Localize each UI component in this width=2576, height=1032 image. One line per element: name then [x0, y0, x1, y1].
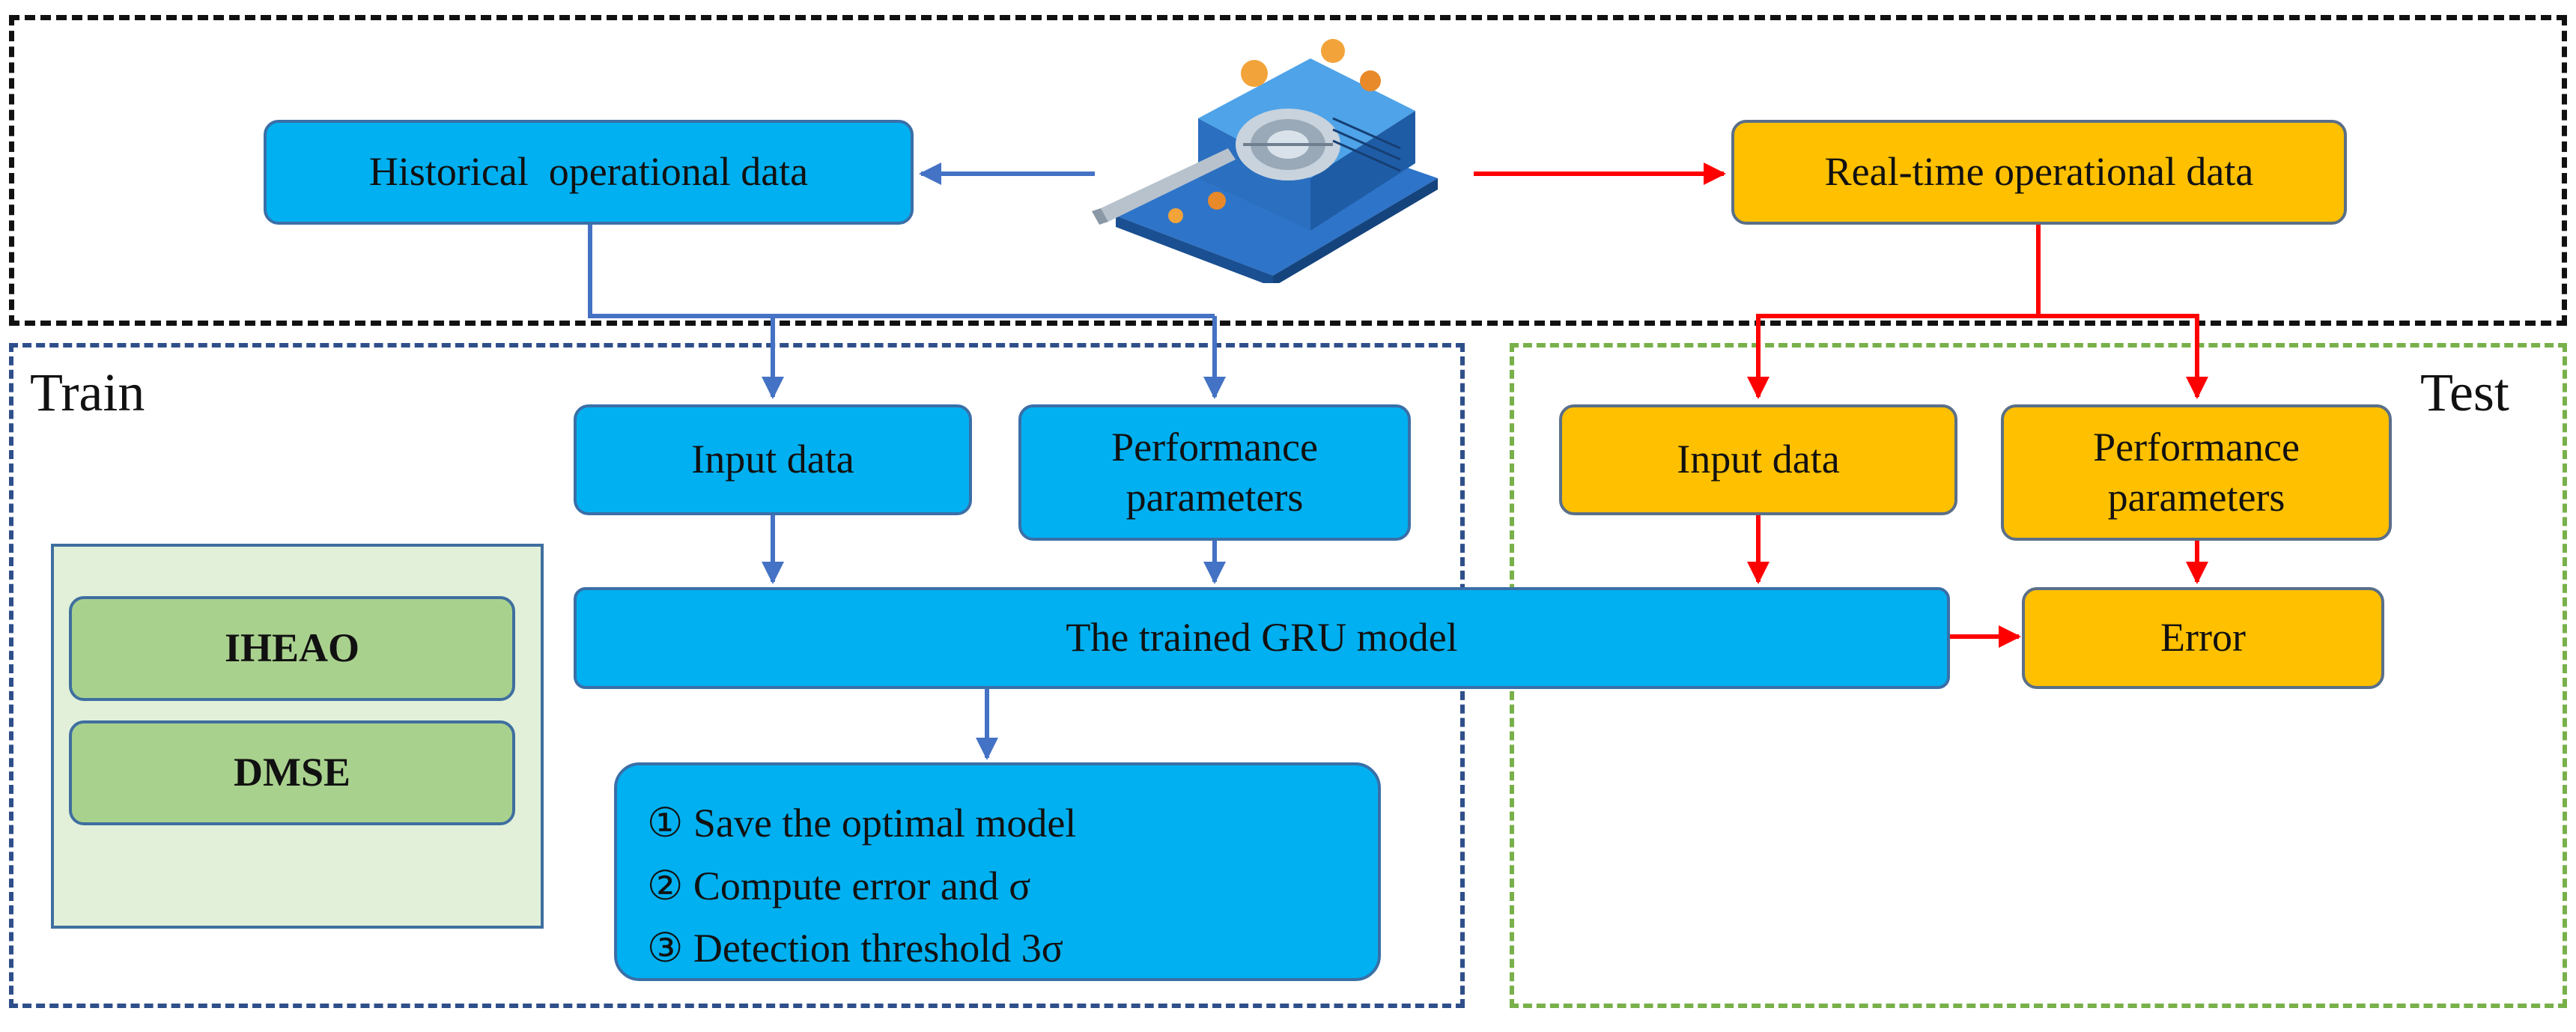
arrow-realtime-branch — [1747, 225, 2041, 399]
historical-data-label: Historical operational data — [368, 149, 809, 195]
error-box: Error — [2022, 587, 2384, 689]
realtime-data-box: Real-time operational data — [1731, 120, 2347, 225]
test-performance-line2: parameters — [2107, 475, 2285, 520]
gas-turbine-icon — [1092, 39, 1438, 283]
train-performance-line1: Performance — [1111, 424, 1318, 470]
test-input-data-box: Input data — [1559, 404, 1957, 515]
test-performance-box: Performance parameters — [2001, 404, 2392, 541]
data-source-frame — [9, 15, 2567, 326]
test-label: Test — [2420, 362, 2509, 422]
realtime-data-label: Real-time operational data — [1824, 149, 2254, 195]
arrow-realtime-to-test-performance — [2038, 314, 2208, 399]
train-input-data-box: Input data — [574, 404, 972, 515]
train-input-data-label: Input data — [691, 437, 854, 482]
historical-data-box: Historical operational data — [264, 120, 914, 225]
training-steps-box: ① Save the optimal model ② Compute error… — [614, 762, 1381, 981]
test-performance-line1: Performance — [2093, 424, 2300, 470]
train-performance-line2: parameters — [1126, 475, 1304, 520]
optimizer-box-ihea: IHEAO — [69, 596, 515, 701]
gru-model-box: The trained GRU model — [574, 587, 1950, 689]
optimizer-dmse-label: DMSE — [233, 750, 350, 795]
step-save-model: ① Save the optimal model — [647, 801, 1077, 846]
train-label: Train — [30, 362, 145, 422]
error-label: Error — [2160, 615, 2246, 661]
train-performance-box: Performance parameters — [1018, 404, 1411, 541]
gru-model-label: The trained GRU model — [1066, 615, 1458, 661]
arrow-historical-branch — [588, 225, 1215, 318]
test-input-data-label: Input data — [1677, 437, 1840, 482]
optimizer-ihea-label: IHEAO — [224, 625, 360, 671]
step-detection-threshold: ③ Detection threshold 3σ — [647, 926, 1063, 971]
step-compute-error: ② Compute error and σ — [647, 863, 1031, 908]
optimizer-box-dmse: DMSE — [69, 720, 515, 825]
